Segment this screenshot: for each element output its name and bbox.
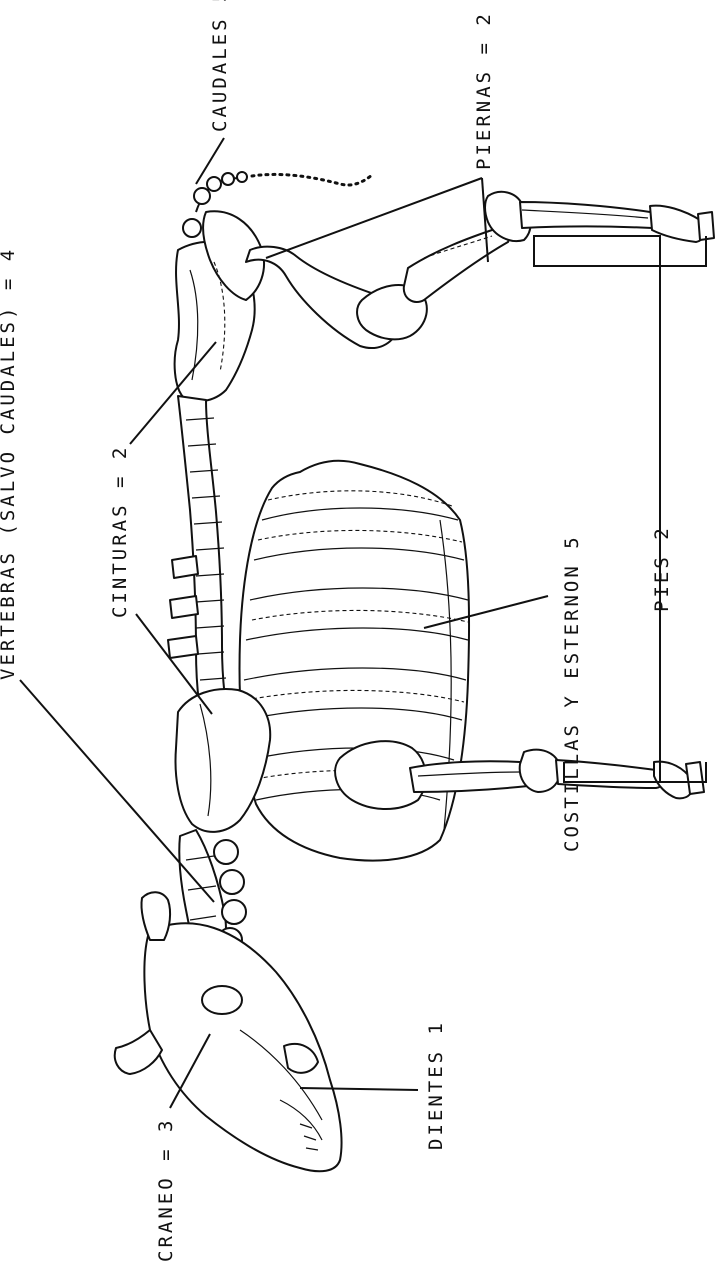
pies-bracket bbox=[534, 236, 706, 782]
pelvis bbox=[175, 211, 264, 401]
label-costillas: COSTILLAS Y ESTERNON 5 bbox=[561, 534, 583, 852]
label-piernas: PIERNAS = 2 bbox=[473, 11, 495, 170]
label-dientes: DIENTES 1 bbox=[425, 1020, 447, 1150]
label-caudales: CAUDALES 5 bbox=[209, 0, 231, 132]
label-cinturas: CINTURAS = 2 bbox=[109, 445, 131, 618]
label-pies: PIES 2 bbox=[651, 525, 673, 612]
skull bbox=[115, 892, 342, 1171]
hind-leg bbox=[246, 192, 714, 348]
cattle-skeleton bbox=[115, 172, 714, 1171]
label-vertebras: VERTEBRAS (SALVO CAUDALES) = 4 bbox=[0, 247, 19, 680]
scapula bbox=[176, 689, 271, 832]
label-craneo: CRANEO = 3 bbox=[155, 1118, 177, 1262]
fore-leg bbox=[335, 741, 704, 809]
